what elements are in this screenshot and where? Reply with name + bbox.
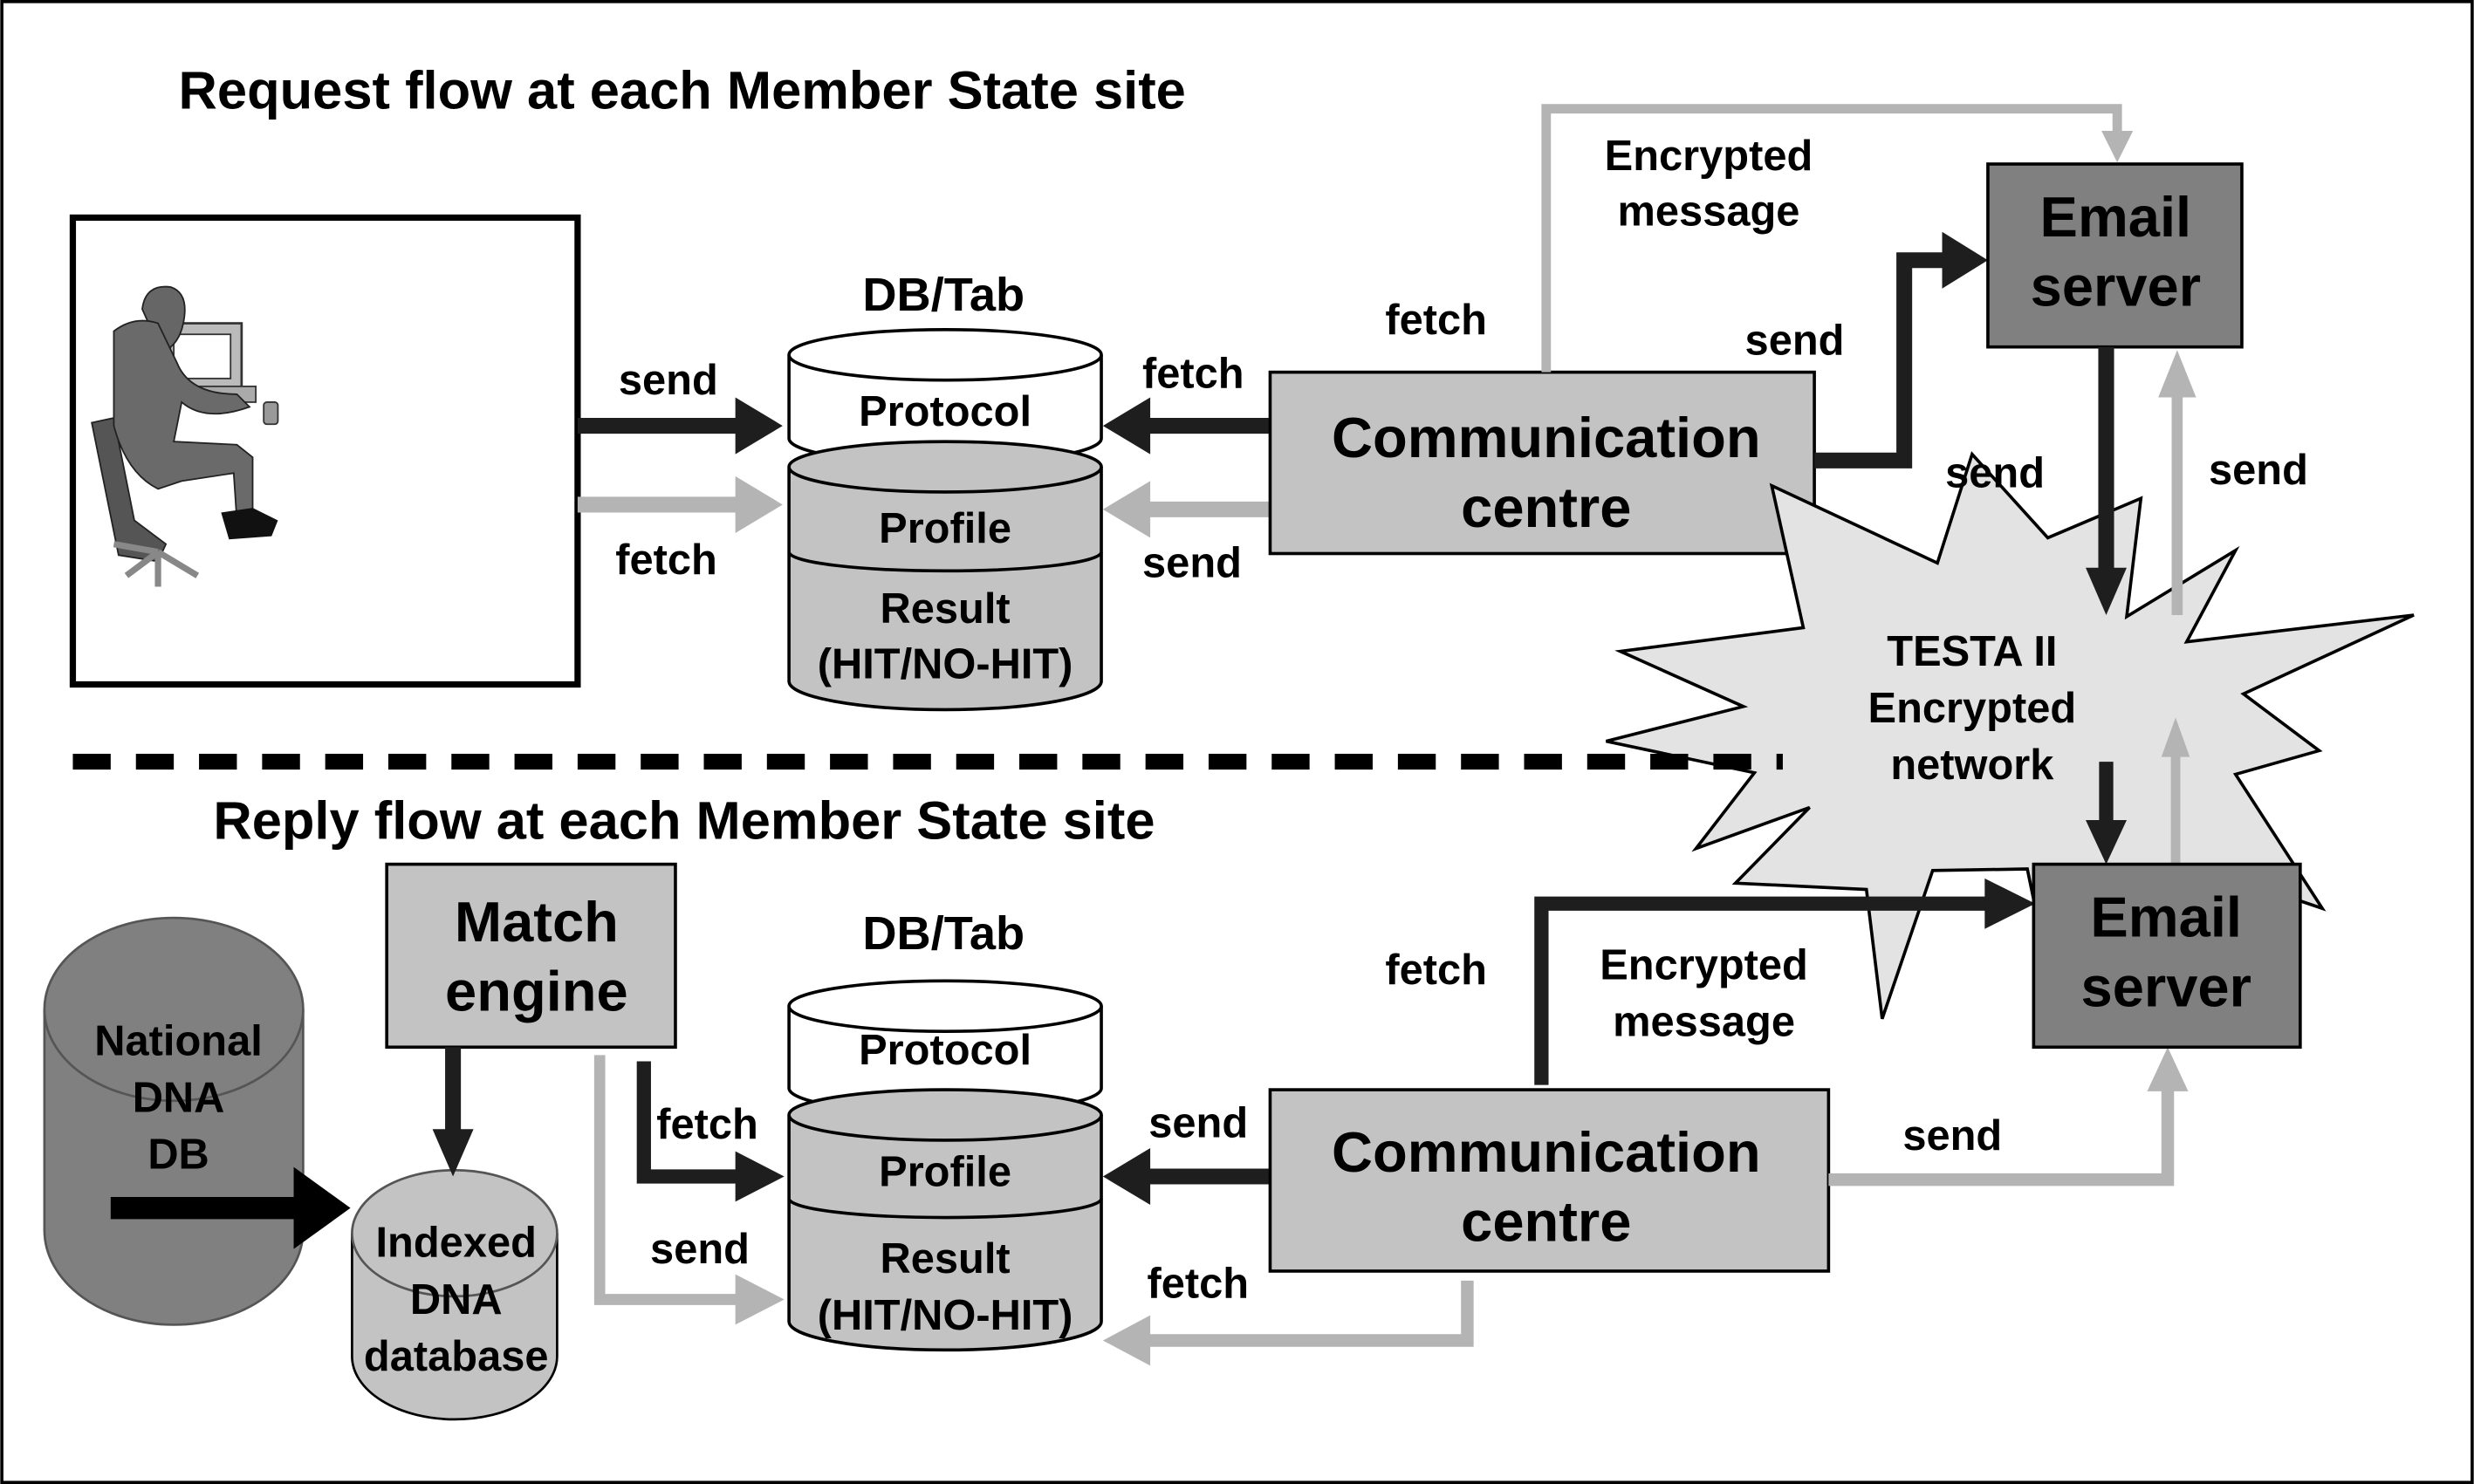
- national-to-indexed-arrow: [110, 1166, 351, 1249]
- network-down-arrow: [2086, 762, 2128, 865]
- request-email-line1: Email: [2040, 185, 2192, 249]
- request-encrypted-line1: Encrypted: [1605, 133, 1813, 180]
- request-comm-centre-line1: Communication: [1332, 406, 1761, 469]
- reply-db-result: Result: [881, 1235, 1011, 1282]
- national-dna-db-cylinder: [43, 916, 305, 1326]
- reply-cc-fetch-top-arrow: [1534, 878, 2036, 1085]
- cc-fetch-arrow: [1102, 397, 1271, 455]
- reply-db-cylinder: [787, 979, 1103, 1352]
- reply-db-protocol: Protocol: [859, 1027, 1031, 1074]
- request-title: Request flow at each Member State site: [179, 61, 1186, 121]
- label-reply-cc-send: send: [1148, 1099, 1248, 1146]
- reply-email-line2: server: [2081, 954, 2251, 1018]
- cc-send-arrow: [1102, 481, 1271, 538]
- national-db-line1: National: [94, 1017, 263, 1064]
- email-send-up-arrow: [2158, 350, 2196, 615]
- reply-cc-fetch-arrow: [1102, 1280, 1474, 1366]
- indexed-dna-db-cylinder: [351, 1168, 559, 1421]
- national-db-line3: DB: [147, 1131, 209, 1178]
- label-me-fetch: fetch: [656, 1101, 758, 1148]
- reply-email-server: [2032, 862, 2302, 1050]
- reply-comm-centre-line1: Communication: [1332, 1120, 1761, 1184]
- match-engine-box: [385, 862, 677, 1050]
- label-reply-cc-fetch: fetch: [1147, 1261, 1249, 1308]
- label-cc-fetch: fetch: [1142, 351, 1244, 398]
- network-line1: TESTA II: [1887, 628, 2057, 675]
- reply-db-title: DB/Tab: [862, 907, 1025, 960]
- label-cc-fetch-top: fetch: [1385, 297, 1487, 344]
- request-db-title: DB/Tab: [862, 269, 1025, 321]
- cc-fetch-top-arrow: [1541, 104, 2134, 373]
- request-comm-centre-line2: centre: [1461, 475, 1631, 539]
- reply-comm-centre-line2: centre: [1461, 1190, 1631, 1254]
- national-db-line2: DNA: [133, 1074, 225, 1121]
- reply-cc-send-arrow: [1102, 1147, 1271, 1206]
- label-user-send: send: [619, 357, 718, 404]
- match-engine-line2: engine: [445, 960, 628, 1023]
- label-user-fetch: fetch: [615, 537, 717, 584]
- match-to-indexed-arrow: [432, 1047, 474, 1177]
- person-at-computer-icon: [91, 285, 279, 587]
- request-db-protocol: Protocol: [859, 388, 1031, 435]
- request-comm-centre: [1268, 370, 1816, 556]
- request-email-server: [1986, 162, 2244, 349]
- match-engine-line1: Match: [455, 890, 619, 954]
- request-db-result: Result: [881, 585, 1011, 633]
- reply-encrypted-line2: message: [1613, 999, 1795, 1046]
- reply-encrypted-line1: Encrypted: [1600, 942, 1808, 989]
- request-email-line2: server: [2031, 255, 2201, 318]
- indexed-db-line3: database: [364, 1333, 549, 1380]
- network-line3: network: [1890, 742, 2054, 789]
- label-cc-send: send: [1142, 540, 1242, 587]
- request-db-profile: Profile: [879, 505, 1011, 552]
- testa-network-cloud: [1606, 451, 2415, 1020]
- label-me-send: send: [650, 1226, 750, 1273]
- reply-cc-send-email-arrow: [1828, 1047, 2189, 1187]
- request-db-cylinder: [787, 327, 1103, 712]
- label-reply-cc-fetch-top: fetch: [1385, 947, 1487, 994]
- me-send-arrow: [593, 1055, 785, 1325]
- request-db-hit: (HIT/NO-HIT): [818, 640, 1073, 687]
- indexed-db-line1: Indexed: [376, 1220, 537, 1267]
- reply-title: Reply flow at each Member State site: [213, 791, 1155, 851]
- label-email-send-up: send: [2209, 447, 2308, 494]
- user-workstation: [69, 214, 581, 688]
- user-send-arrow: [577, 397, 783, 455]
- label-cc-send-email: send: [1745, 318, 1845, 365]
- label-reply-cc-send-email: send: [1902, 1112, 2002, 1159]
- network-line2: Encrypted: [1868, 685, 2077, 732]
- reply-email-line1: Email: [2090, 886, 2242, 949]
- label-email-send-down: send: [1945, 450, 2045, 497]
- reply-db-hit: (HIT/NO-HIT): [818, 1292, 1073, 1339]
- network-up-arrow: [2161, 717, 2190, 865]
- request-encrypted-line2: message: [1618, 188, 1800, 235]
- email-send-down-arrow: [2086, 346, 2128, 615]
- indexed-db-line2: DNA: [410, 1276, 503, 1323]
- user-fetch-arrow: [577, 475, 783, 533]
- cc-send-email-arrow: [1814, 231, 1988, 468]
- reply-db-profile: Profile: [879, 1148, 1011, 1195]
- me-fetch-arrow: [636, 1061, 785, 1202]
